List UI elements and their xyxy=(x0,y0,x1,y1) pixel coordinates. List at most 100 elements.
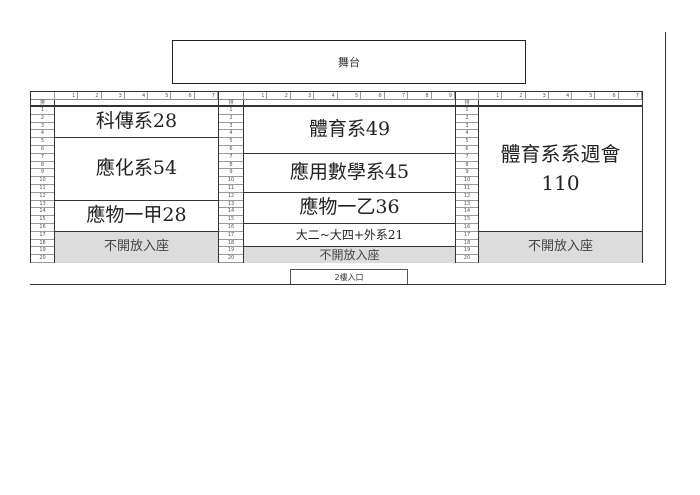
assigned-seating-block[interactable]: 體育系49 xyxy=(244,107,455,154)
block-label: 科傳系28 xyxy=(95,110,178,133)
stage: 舞台 xyxy=(172,40,526,84)
stage-label: 舞台 xyxy=(338,56,360,69)
column-number: 7 xyxy=(385,92,409,100)
column-number: 9 xyxy=(432,92,455,100)
block-label: 大二~大四+外系21 xyxy=(295,227,404,242)
row-number: 4 xyxy=(31,130,54,139)
entrance-2f: 2樓入口 xyxy=(290,269,408,284)
block-label: 應化系54 xyxy=(95,157,178,179)
row-number: 12 xyxy=(219,193,243,201)
column-number: 1 xyxy=(55,92,79,100)
row-number: 9 xyxy=(31,169,54,178)
assigned-seating-block[interactable]: 大二~大四+外系21 xyxy=(244,224,455,248)
column-number: 1 xyxy=(244,92,268,100)
column-number: 3 xyxy=(291,92,315,100)
row-number: 15 xyxy=(31,216,54,224)
row-number: 20 xyxy=(456,255,478,263)
row-number: 18 xyxy=(31,240,54,248)
row-number: 3 xyxy=(456,123,478,131)
block-label: 體育系系週會 xyxy=(500,141,621,166)
row-number: 12 xyxy=(31,193,54,201)
row-number: 13 xyxy=(219,201,243,209)
column-number: 7 xyxy=(195,92,218,100)
column-number: 2 xyxy=(78,92,102,100)
row-number: 10 xyxy=(31,177,54,185)
seat-header-row xyxy=(479,100,642,107)
row-number: 18 xyxy=(456,240,478,248)
assigned-seating-block[interactable]: 應物一甲28 xyxy=(55,201,218,232)
row-number: 19 xyxy=(31,247,54,256)
column-number: 3 xyxy=(102,92,125,100)
assigned-seating-block[interactable]: 體育系系週會 110 xyxy=(479,107,642,232)
seat-header-row xyxy=(55,100,218,107)
row-number: 8 xyxy=(219,162,243,170)
row-number: 20 xyxy=(31,255,54,263)
row-number: 9 xyxy=(456,169,478,178)
column-number: 5 xyxy=(148,92,172,100)
row-number: 16 xyxy=(456,224,478,232)
seat-header-row xyxy=(244,100,455,107)
block-label: 不開放入座 xyxy=(103,239,169,255)
row-number: 6 xyxy=(456,146,478,154)
row-number: 7 xyxy=(219,154,243,162)
row-number: 4 xyxy=(219,130,243,139)
column-number: 4 xyxy=(125,92,149,100)
row-number: 17 xyxy=(219,232,243,240)
row-number: 5 xyxy=(219,138,243,146)
row-number: 8 xyxy=(456,162,478,170)
row-number: 5 xyxy=(31,138,54,146)
entrance-label: 2樓入口 xyxy=(334,272,364,282)
row-number: 8 xyxy=(31,162,54,170)
block-label: 應物一甲28 xyxy=(86,203,187,226)
column-header-corner xyxy=(31,92,55,100)
row-number: 19 xyxy=(456,247,478,256)
assigned-seating-block[interactable]: 應物一乙36 xyxy=(244,193,455,224)
seat-area: 體育系49 應用數學系45 應物一乙36 大二~大四+外系21 不開放入座 xyxy=(244,100,455,263)
column-number: 6 xyxy=(361,92,385,100)
row-number: 1 xyxy=(31,107,54,115)
column-header-corner xyxy=(456,92,479,100)
block-count: 110 xyxy=(541,170,580,195)
block-label: 不開放入座 xyxy=(527,239,593,255)
seat-area: 體育系系週會 110 不開放入座 xyxy=(479,100,642,263)
row-header-label: 排 xyxy=(219,100,243,107)
row-number: 19 xyxy=(219,247,243,256)
column-header-corner xyxy=(219,92,244,100)
block-label: 應用數學系45 xyxy=(289,160,410,183)
assigned-seating-block[interactable]: 應化系54 xyxy=(55,138,218,201)
row-number: 14 xyxy=(456,208,478,217)
row-number: 17 xyxy=(456,232,478,240)
column-number: 3 xyxy=(526,92,549,100)
row-number: 15 xyxy=(219,216,243,224)
column-number: 2 xyxy=(267,92,291,100)
row-number: 10 xyxy=(219,177,243,185)
row-number: 18 xyxy=(219,240,243,248)
row-number: 2 xyxy=(456,115,478,123)
column-number: 2 xyxy=(502,92,526,100)
row-number: 20 xyxy=(219,255,243,263)
closed-seating-block[interactable]: 不開放入座 xyxy=(55,231,218,263)
row-number: 16 xyxy=(219,224,243,232)
block-label: 應物一乙36 xyxy=(299,196,400,219)
column-number: 8 xyxy=(408,92,432,100)
closed-seating-block[interactable]: 不開放入座 xyxy=(479,231,642,263)
row-number: 15 xyxy=(456,216,478,224)
row-number: 14 xyxy=(31,208,54,217)
assigned-seating-block[interactable]: 科傳系28 xyxy=(55,107,218,139)
closed-seating-block[interactable]: 不開放入座 xyxy=(244,247,455,263)
row-number: 16 xyxy=(31,224,54,232)
row-number: 13 xyxy=(456,201,478,209)
column-number: 4 xyxy=(314,92,338,100)
row-number: 11 xyxy=(456,185,478,193)
back-wall-line xyxy=(30,284,666,285)
row-number: 3 xyxy=(31,123,54,131)
assigned-seating-block[interactable]: 應用數學系45 xyxy=(244,154,455,193)
row-number: 7 xyxy=(31,154,54,162)
